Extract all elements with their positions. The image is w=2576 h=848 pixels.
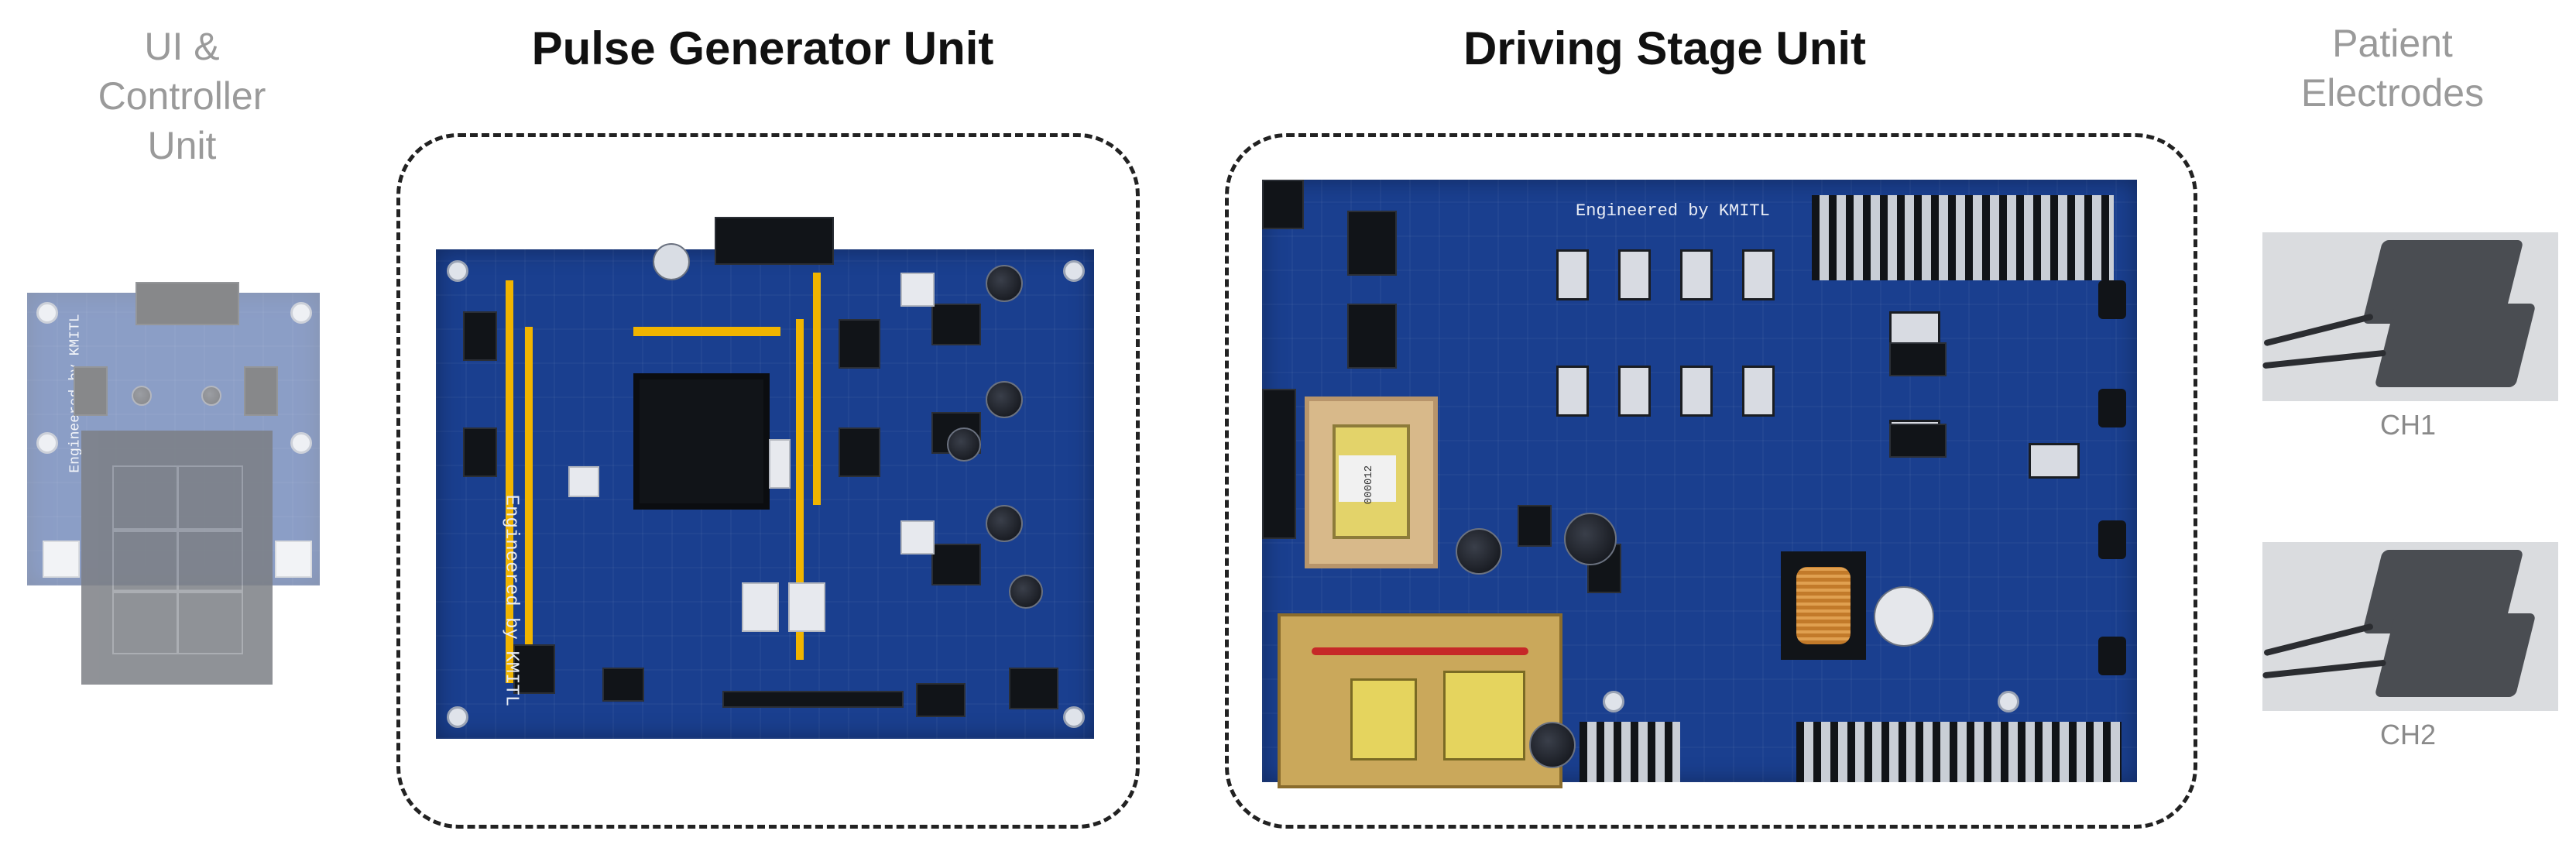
power-supply-module [1278,613,1562,788]
inductor [1781,551,1866,660]
ui-controller-title: UI & Controller Unit [98,25,266,167]
pulse-board-silkscreen: Engineered by KMITL [500,494,522,707]
driving-board-silkscreen: Engineered by KMITL [1576,201,1770,221]
driving-stage-title: Driving Stage Unit [1463,22,1867,74]
ch2-label: CH2 [2379,719,2437,750]
pulse-generator-title: Pulse Generator Unit [531,22,994,74]
pulse-generator-frame [396,133,1140,829]
transformer: 000012 [1305,397,1438,568]
transformer-label: 000012 [1363,465,1376,505]
driving-stage-board: Engineered by KMITL 000012 [1262,180,2137,788]
electrode-photo-ch1 [2262,232,2558,401]
ch1-label: CH1 [2379,409,2437,441]
electrode-photo-ch2 [2262,542,2558,711]
ui-touch-display [81,431,273,685]
pulse-generator-board: Engineered by KMITL [436,217,1094,739]
patient-electrodes-title: Patient Electrodes [2300,22,2485,115]
driving-stage-frame [1225,133,2197,829]
